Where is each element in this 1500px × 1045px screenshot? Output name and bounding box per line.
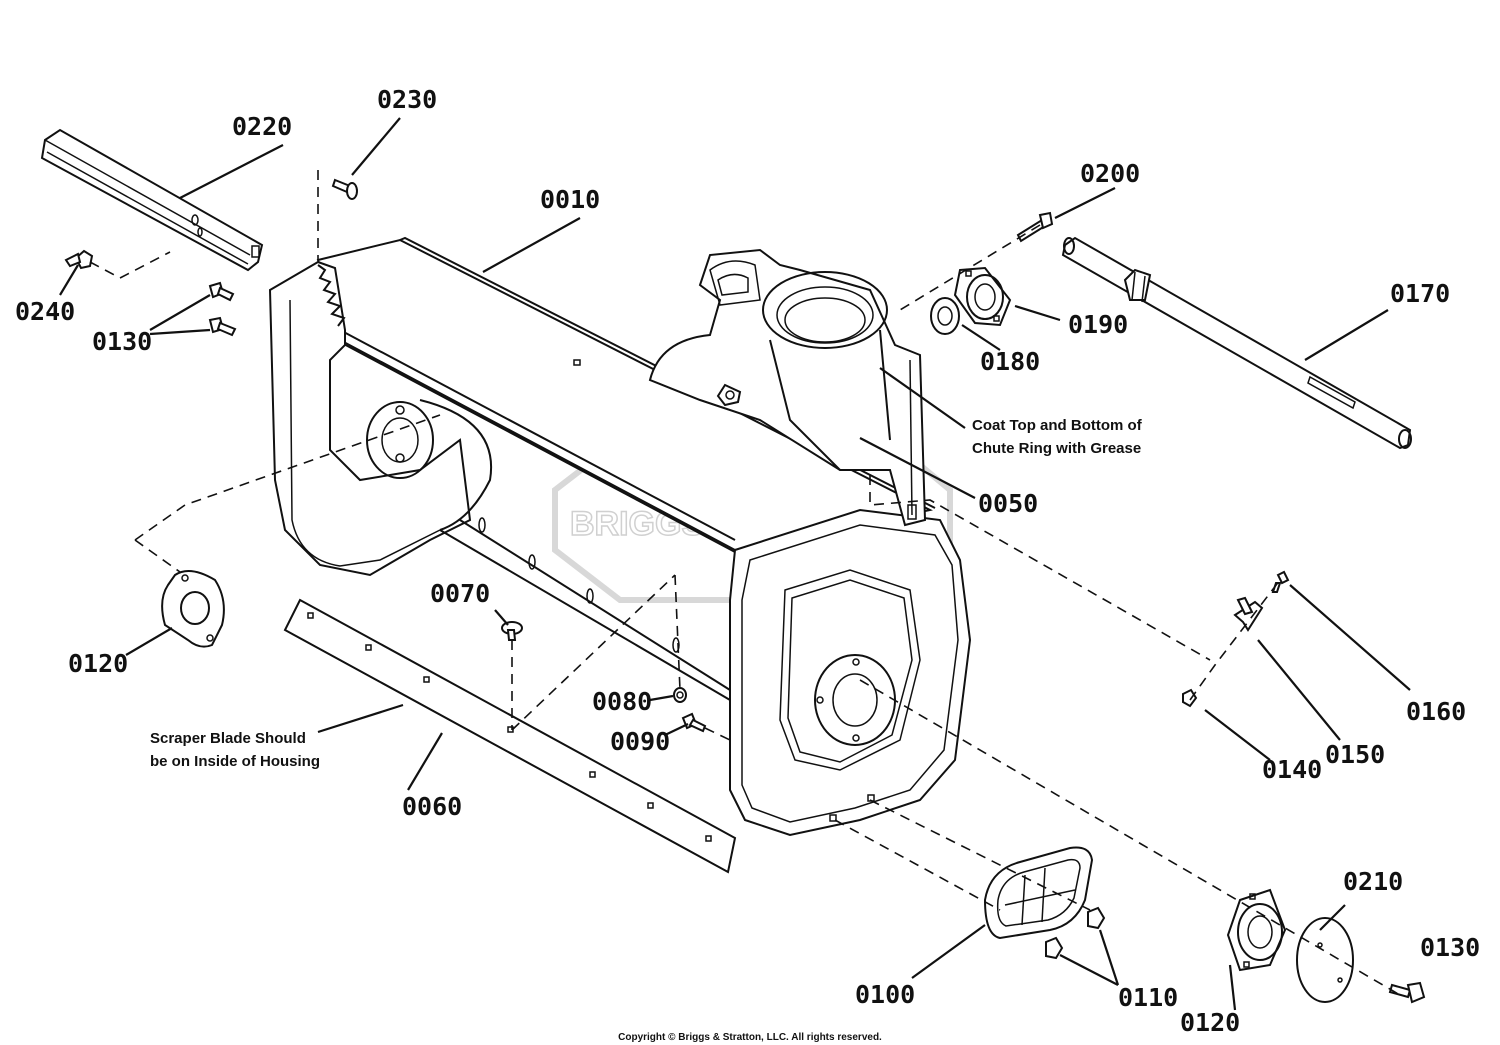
label-0130-right: 0130 <box>1420 933 1480 962</box>
label-0060: 0060 <box>402 792 462 821</box>
label-0160: 0160 <box>1406 697 1466 726</box>
nuts-0110 <box>1045 906 1106 960</box>
carriage-bolt-0230 <box>331 178 358 200</box>
label-0100: 0100 <box>855 980 915 1009</box>
part-0220-bar <box>40 128 264 272</box>
bearing-flange-bottom <box>1226 888 1287 972</box>
label-0120-left: 0120 <box>68 649 128 678</box>
hardware-0140-0160 <box>1182 570 1290 708</box>
auger-shaft <box>1061 236 1412 450</box>
bolts-0130-left <box>208 281 237 337</box>
label-0120-bottom: 0120 <box>1180 1008 1240 1037</box>
label-0200: 0200 <box>1080 159 1140 188</box>
nut-0240 <box>64 249 94 270</box>
label-0220: 0220 <box>232 112 292 141</box>
label-0070: 0070 <box>430 579 490 608</box>
hardware-0070-0090 <box>501 621 707 733</box>
chute-assembly <box>648 248 927 527</box>
scraper-blade <box>283 598 737 874</box>
leader-lines <box>59 117 1411 1011</box>
bearing-plate-left <box>161 570 225 648</box>
label-0180: 0180 <box>980 347 1040 376</box>
label-0050: 0050 <box>978 489 1038 518</box>
label-0010: 0010 <box>540 185 600 214</box>
bearing-flange-group <box>930 211 1054 335</box>
label-0080: 0080 <box>592 687 652 716</box>
label-0090: 0090 <box>610 727 670 756</box>
label-0170: 0170 <box>1390 279 1450 308</box>
part-0100-frame <box>983 846 1094 940</box>
label-0140: 0140 <box>1262 755 1322 784</box>
label-0210: 0210 <box>1343 867 1403 896</box>
cover-0210 <box>1296 917 1354 1003</box>
note-chute-line2: Chute Ring with Grease <box>972 440 1141 457</box>
assembly-lines <box>89 170 1401 996</box>
label-0110: 0110 <box>1118 983 1178 1012</box>
label-0240: 0240 <box>15 297 75 326</box>
label-0190: 0190 <box>1068 310 1128 339</box>
note-chute-line1: Coat Top and Bottom of <box>972 417 1143 434</box>
note-scraper-line2: be on Inside of Housing <box>150 753 320 770</box>
part-labels: 0220 0230 0010 0200 0170 0190 0180 0050 … <box>15 85 1480 1037</box>
note-scraper-line1: Scraper Blade Should <box>150 730 306 747</box>
auger-housing <box>268 236 972 837</box>
copyright-footer: Copyright © Briggs & Stratton, LLC. All … <box>618 1032 882 1043</box>
label-0130-left: 0130 <box>92 327 152 356</box>
label-0150: 0150 <box>1325 740 1385 769</box>
assembly-notes: Coat Top and Bottom of Chute Ring with G… <box>150 417 1143 770</box>
label-0230: 0230 <box>377 85 437 114</box>
